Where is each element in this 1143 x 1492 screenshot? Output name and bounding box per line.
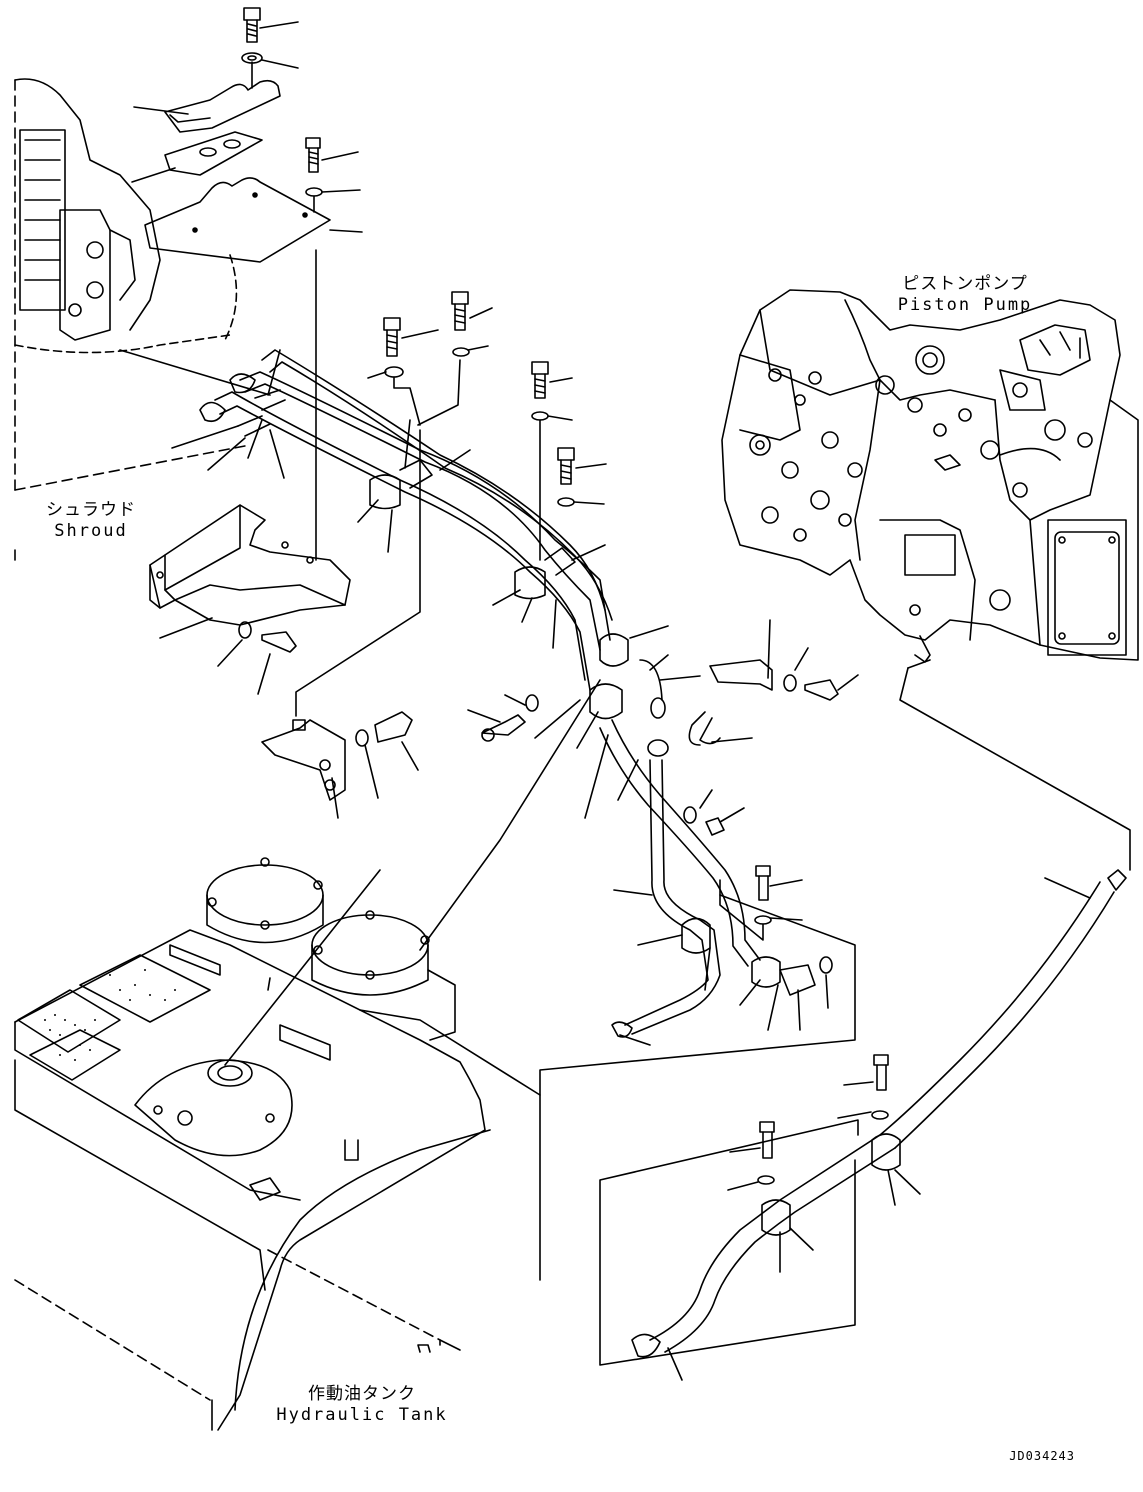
shroud-bracket	[149, 504, 351, 695]
hydraulic-tank	[14, 679, 601, 1431]
piston-pump-label: ピストンポンプ Piston Pump	[880, 274, 1050, 316]
piston-pump-label-jp: ピストンポンプ	[902, 274, 1028, 294]
hydraulic-tank-label-en: Hydraulic Tank	[276, 1405, 448, 1425]
bolts-middle	[367, 291, 607, 561]
lower-left-bracket	[261, 429, 421, 819]
engine-block	[14, 78, 271, 561]
shroud-label: シュラウド Shroud	[36, 500, 146, 542]
piston-pump-label-en: Piston Pump	[897, 295, 1033, 315]
hose-bundle	[171, 349, 629, 720]
piston-pump	[721, 289, 1139, 669]
shroud-label-en: Shroud	[54, 521, 128, 541]
top-plate-assembly	[131, 7, 363, 561]
shroud-label-jp: シュラウド	[46, 500, 136, 520]
long-hose-to-pump	[599, 667, 1131, 1381]
pipe-middle	[467, 619, 859, 1281]
hydraulic-tank-label-jp: 作動油タンク	[308, 1384, 416, 1404]
hydraulic-tank-label: 作動油タンク Hydraulic Tank	[262, 1384, 462, 1426]
document-code: JD034243	[1009, 1449, 1075, 1463]
